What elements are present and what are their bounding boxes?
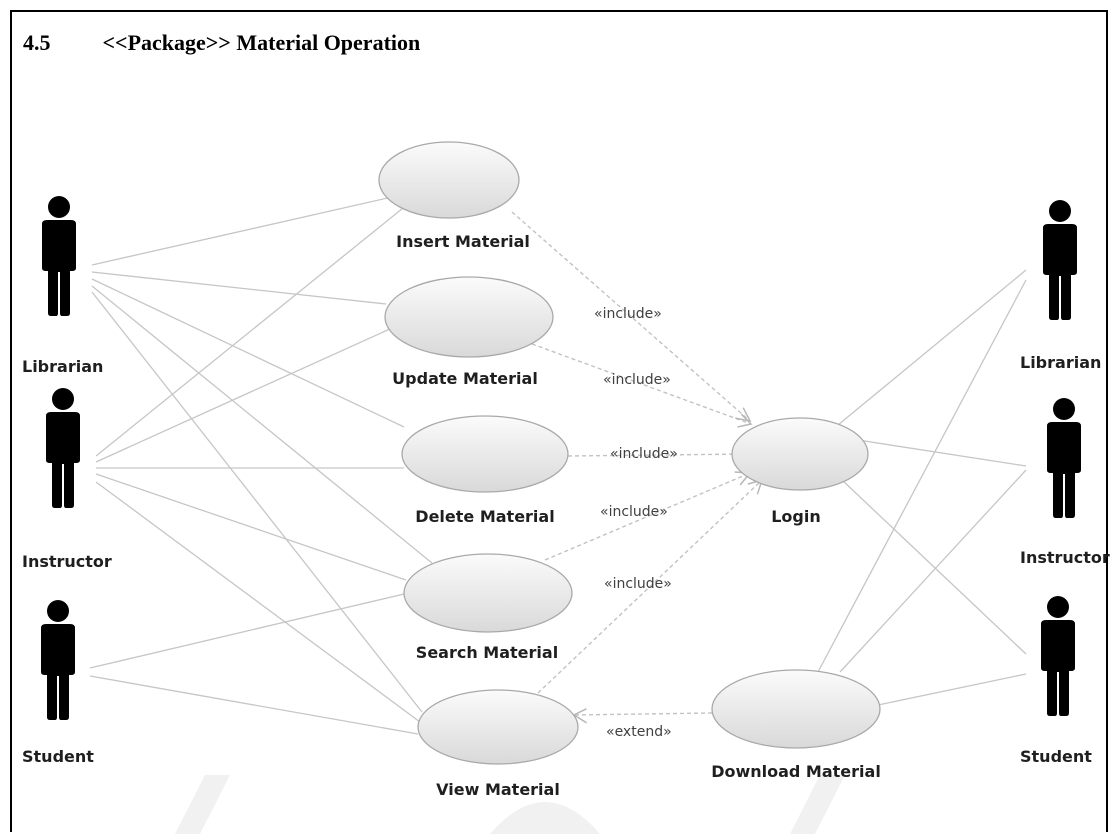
- extend-line: [573, 712, 713, 716]
- section-heading: 4.5 <<Package>> Material Operation: [23, 30, 420, 56]
- use-case-label: Search Material: [416, 643, 558, 662]
- use-case-label: Insert Material: [396, 232, 530, 251]
- use-case-label: Delete Material: [415, 507, 554, 526]
- include-line: [537, 479, 763, 694]
- use-case-download-material[interactable]: [711, 669, 881, 749]
- include-label: «include»: [603, 372, 671, 388]
- association-line: [95, 327, 393, 463]
- use-case-search-material[interactable]: [403, 553, 573, 633]
- watermark-shape-left: [175, 775, 230, 834]
- arrowhead: [735, 407, 752, 423]
- association-line: [91, 285, 433, 564]
- include-label: «include»: [610, 446, 678, 462]
- association-line: [839, 469, 1027, 673]
- actor-labels: Librarian Instructor Student Librarian I…: [22, 353, 1110, 766]
- include-line: [531, 343, 752, 425]
- association-line: [841, 479, 1027, 655]
- use-case-insert-material[interactable]: [378, 141, 520, 219]
- actor-librarian-left-figure[interactable]: [42, 196, 76, 316]
- use-case-view-material[interactable]: [417, 689, 579, 765]
- association-line: [837, 269, 1027, 426]
- associations: [89, 196, 1027, 735]
- association-line: [89, 675, 419, 735]
- use-case-update-material[interactable]: [384, 276, 554, 358]
- section-title: <<Package>> Material Operation: [102, 30, 421, 55]
- use-case-delete-material[interactable]: [401, 415, 569, 493]
- actor-label: Librarian: [1020, 353, 1101, 372]
- include-line: [544, 472, 751, 561]
- use-case-login[interactable]: [731, 417, 869, 491]
- extend-label: «extend»: [606, 724, 672, 740]
- association-line: [91, 278, 405, 428]
- diagram-frame: [10, 10, 1108, 832]
- actor-librarian-right-figure[interactable]: [1043, 200, 1077, 320]
- association-line: [91, 196, 393, 266]
- include-label: «include»: [600, 504, 668, 520]
- actor-student-right-figure[interactable]: [1041, 596, 1075, 716]
- include-line: [511, 211, 751, 422]
- actor-label: Student: [1020, 747, 1092, 766]
- include-label: «include»: [604, 576, 672, 592]
- include-line: [567, 453, 749, 457]
- use-case-label: Update Material: [392, 369, 538, 388]
- watermark-shape-center: [490, 802, 600, 834]
- use-case-labels: Insert Material Update Material Delete M…: [392, 232, 881, 799]
- association-line: [857, 439, 1027, 467]
- actor-student-left-figure[interactable]: [41, 600, 75, 720]
- use-case-label: Login: [771, 507, 821, 526]
- association-line: [91, 271, 387, 305]
- actor-label: Instructor: [22, 552, 112, 571]
- actor-instructor-left-figure[interactable]: [46, 388, 80, 508]
- actor-label: Student: [22, 747, 94, 766]
- include-label: «include»: [594, 306, 662, 322]
- association-line: [877, 673, 1027, 706]
- arrowhead: [737, 413, 753, 428]
- association-line: [95, 481, 421, 723]
- use-case-label: Download Material: [711, 762, 881, 781]
- actor-label: Instructor: [1020, 548, 1110, 567]
- association-line: [91, 291, 423, 713]
- watermark-shape-right: [790, 775, 845, 834]
- association-line: [89, 593, 405, 669]
- stereotype-labels: «include» «include» «include» «include» …: [594, 306, 678, 740]
- actor-instructor-right-figure[interactable]: [1047, 398, 1081, 518]
- actor-label: Librarian: [22, 357, 103, 376]
- association-line: [95, 473, 407, 581]
- association-line: [817, 279, 1027, 673]
- use-case-label: View Material: [436, 780, 560, 799]
- section-number: 4.5: [23, 30, 51, 55]
- association-line: [95, 203, 409, 457]
- use-case-ellipses: [378, 141, 881, 765]
